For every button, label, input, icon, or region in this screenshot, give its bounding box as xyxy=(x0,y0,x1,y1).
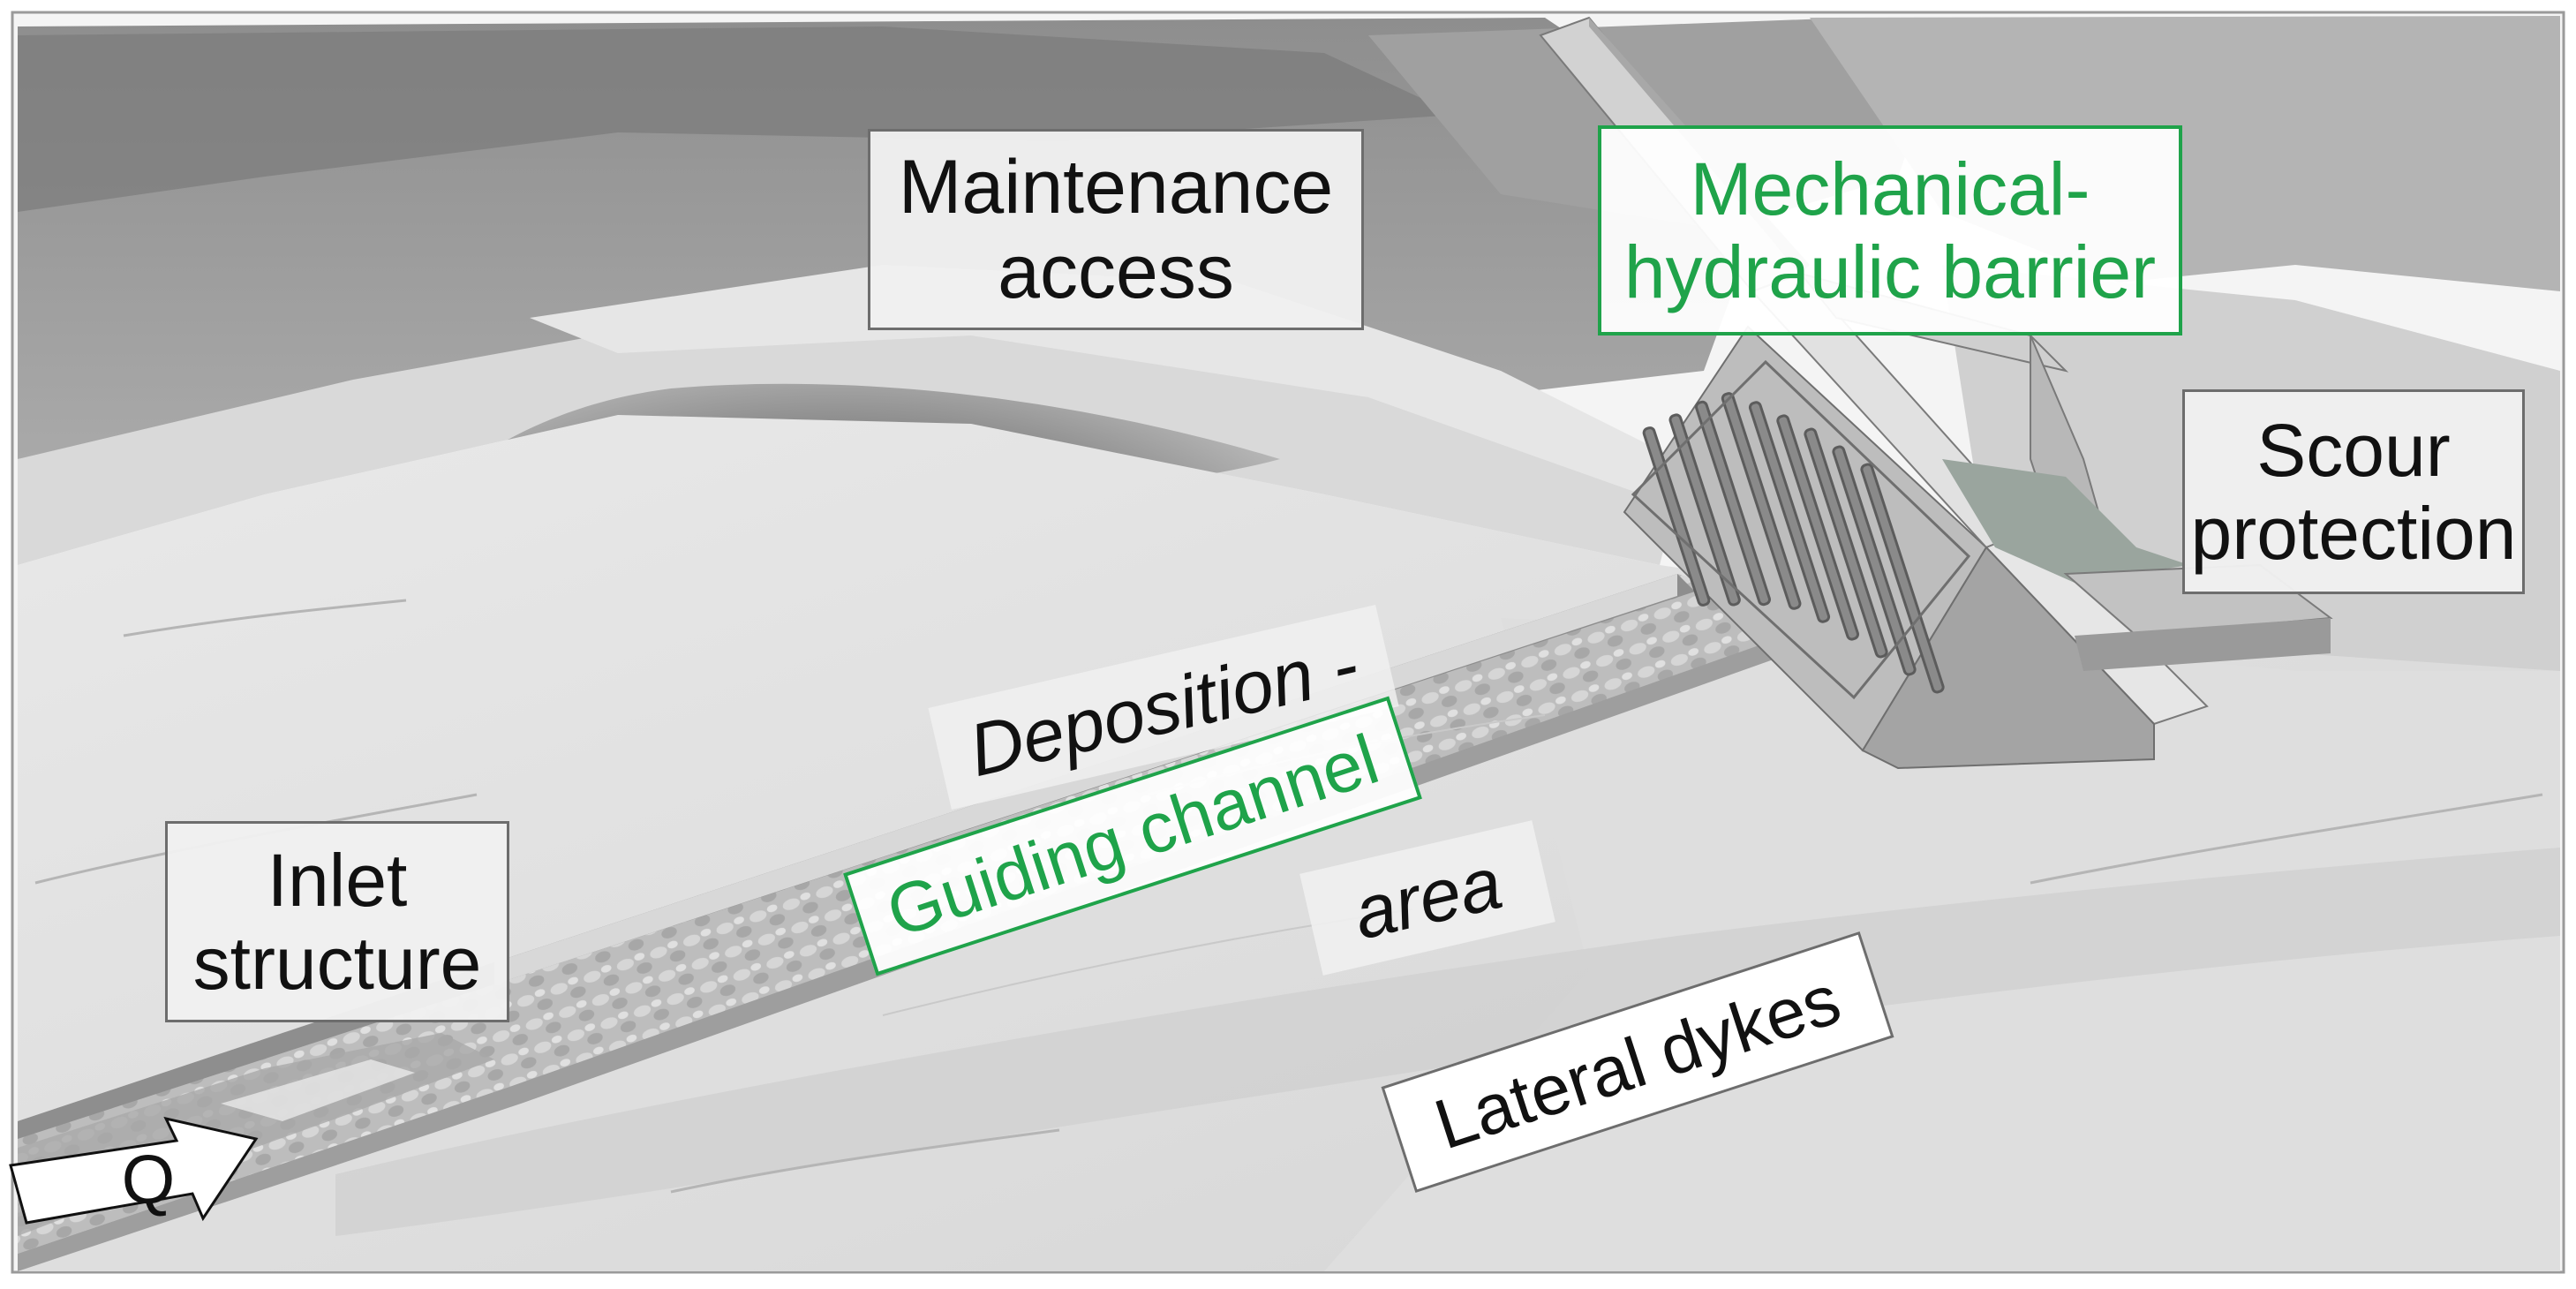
flow-arrow xyxy=(9,1116,259,1225)
label-mechanical-hydraulic-barrier: Mechanical- hydraulic barrier xyxy=(1598,125,2182,335)
label-inlet-structure: Inlet structure xyxy=(165,821,509,1022)
label-scour-protection: Scour protection xyxy=(2182,389,2525,594)
label-maintenance-access: Maintenance access xyxy=(868,129,1364,330)
flow-label: Q xyxy=(121,1141,176,1219)
